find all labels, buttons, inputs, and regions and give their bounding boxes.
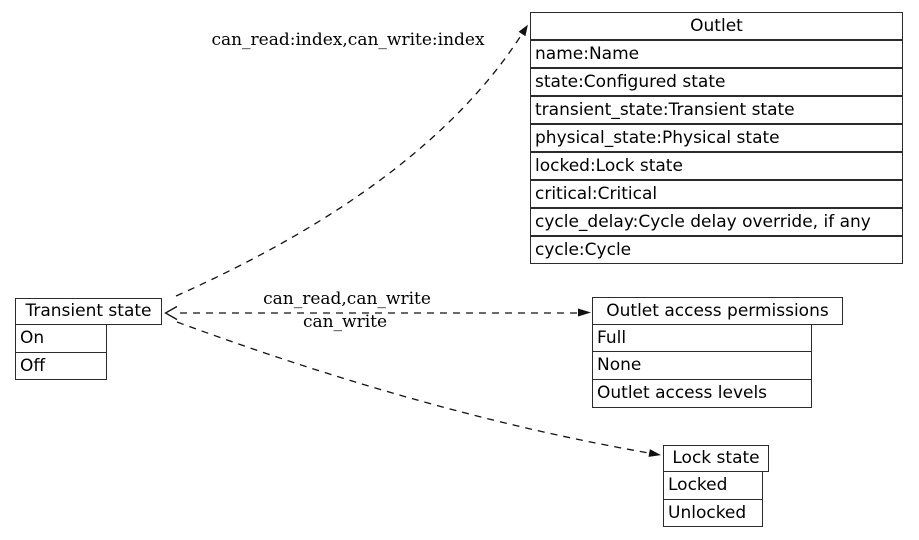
arrowhead-into-outlet [518, 24, 528, 37]
table-row: cycle_delay:Cycle delay override, if any [530, 208, 903, 236]
table-row: name:Name [530, 40, 903, 68]
edge-label-to-outlet: can_read:index,can_write:index [211, 30, 485, 50]
table-row: critical:Critical [530, 180, 903, 208]
table-lock-state-title: Lock state [663, 445, 769, 472]
table-outlet-title: Outlet [530, 12, 903, 40]
table-row: Unlocked [663, 499, 763, 527]
table-row: locked:Lock state [530, 152, 903, 180]
table-row: Full [592, 324, 812, 352]
edge-label-to-transient-state: can_write [302, 312, 388, 332]
arrowhead-into-outlet-access-permissions [578, 308, 591, 317]
table-row: physical_state:Physical state [530, 124, 903, 152]
table-row: state:Configured state [530, 68, 903, 96]
edge-label-to-outlet-access-permissions: can_read,can_write [263, 289, 431, 309]
edge-to-lock-state [176, 321, 650, 454]
table-row: On [15, 324, 107, 353]
table-outlet-access-permissions-title: Outlet access permissions [592, 297, 843, 325]
arrowhead-into-lock-state [648, 449, 661, 457]
arrowhead-open-into-transient-state [164, 305, 178, 321]
table-row: cycle:Cycle [530, 236, 903, 264]
table-row: transient_state:Transient state [530, 96, 903, 124]
edge-to-outlet [175, 33, 523, 297]
table-row: None [592, 351, 812, 380]
table-row: Off [15, 352, 107, 380]
table-transient-state-title: Transient state [15, 298, 162, 325]
table-row: Outlet access levels [592, 379, 812, 408]
table-row: Locked [663, 471, 763, 500]
